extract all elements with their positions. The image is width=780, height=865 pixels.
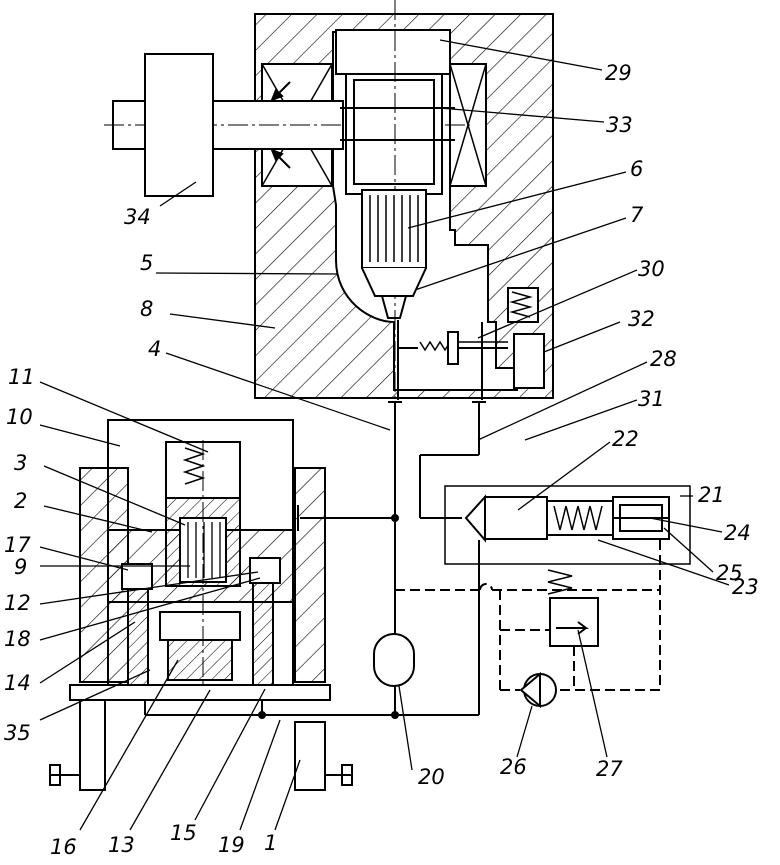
label-20: 20: [418, 765, 445, 789]
label-27: 27: [596, 757, 623, 781]
plunger: [361, 189, 427, 319]
label-25: 25: [716, 561, 743, 585]
label-23: 23: [732, 575, 759, 599]
label-21: 21: [698, 483, 725, 507]
label-26: 26: [500, 755, 527, 779]
label-3: 3: [14, 451, 27, 475]
label-14: 14: [4, 671, 31, 695]
label-1: 1: [264, 831, 277, 855]
label-9: 9: [14, 555, 27, 579]
label-35: 35: [4, 721, 31, 745]
label-28: 28: [650, 347, 677, 371]
part-labels: 29 33 6 7 30 32 28 31 22 21 24 25 23 27 …: [4, 61, 759, 859]
label-16: 16: [50, 835, 77, 859]
label-32: 32: [628, 307, 655, 331]
label-11: 11: [8, 365, 35, 389]
accumulator: [373, 633, 415, 687]
label-12: 12: [4, 591, 31, 615]
label-17: 17: [4, 533, 31, 557]
label-8: 8: [140, 297, 153, 321]
leader-lines: [39, 39, 730, 831]
pressure-valve: [547, 569, 599, 647]
label-7: 7: [630, 203, 644, 227]
label-4: 4: [148, 337, 161, 361]
label-10: 10: [6, 405, 33, 429]
label-34: 34: [124, 205, 151, 229]
press-body: [49, 419, 353, 791]
label-29: 29: [605, 61, 632, 85]
control-valve: [444, 485, 691, 565]
label-6: 6: [630, 157, 643, 181]
label-33: 33: [606, 113, 633, 137]
label-22: 22: [612, 427, 639, 451]
label-18: 18: [4, 627, 31, 651]
flywheel: [144, 53, 214, 197]
check-valve: [519, 671, 557, 709]
piston-assembly: [335, 0, 455, 400]
label-31: 31: [638, 387, 665, 411]
label-15: 15: [170, 821, 197, 845]
label-30: 30: [638, 257, 665, 281]
relief-valve: [397, 287, 545, 400]
label-19: 19: [218, 833, 245, 857]
label-13: 13: [108, 833, 135, 857]
label-2: 2: [14, 489, 27, 513]
label-5: 5: [140, 251, 153, 275]
label-24: 24: [724, 521, 751, 545]
